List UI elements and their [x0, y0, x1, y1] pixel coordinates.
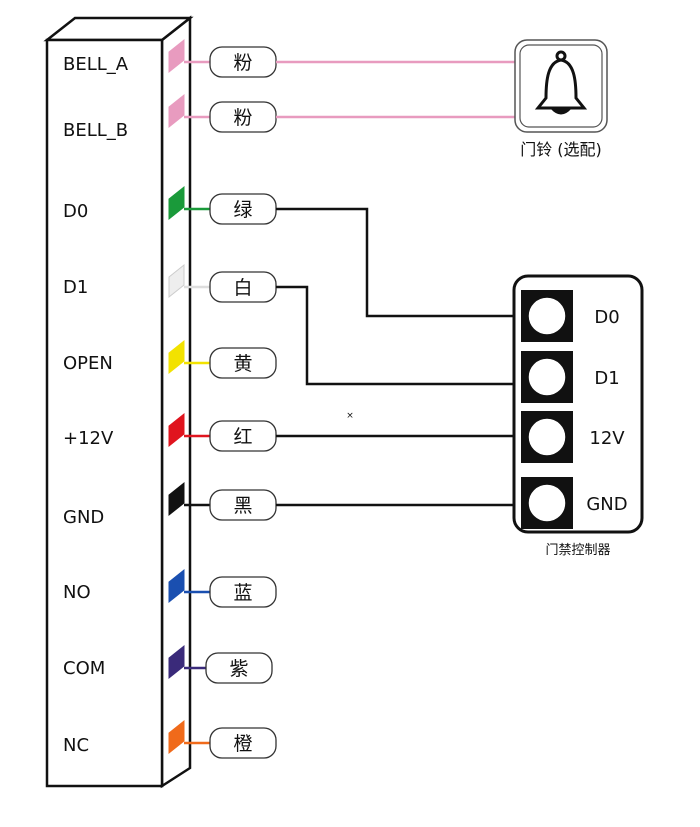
port-label: 12V [589, 428, 625, 449]
wire-tab [168, 185, 185, 221]
controller-caption: 门禁控制器 [545, 543, 610, 558]
terminal-label: +12V [63, 428, 114, 449]
terminal-label: GND [63, 507, 104, 528]
color-name: 紫 [229, 658, 248, 680]
controller-wires [276, 207, 515, 507]
bell-wires [276, 60, 515, 119]
color-name: 黄 [233, 353, 252, 375]
port-label: D0 [594, 307, 619, 328]
terminal-row: GND 黑 [63, 481, 277, 528]
terminal-label: COM [63, 658, 105, 679]
color-pill [205, 652, 273, 684]
terminal-row: +12V 红 [63, 412, 277, 452]
wire-tab [168, 412, 185, 448]
terminal-label: NO [63, 582, 91, 603]
terminal-row: D1 白 [63, 263, 277, 303]
terminal-row: D0 绿 [63, 185, 277, 225]
terminal-row: NC 橙 [63, 719, 277, 759]
terminal-label: OPEN [63, 353, 113, 374]
controller-port: D1 [521, 351, 620, 403]
wire-tab [168, 38, 185, 74]
port-hole [527, 483, 567, 523]
door-bell: 门铃 (选配) [514, 39, 608, 159]
controller-port: GND [521, 477, 628, 529]
color-pill [209, 347, 277, 379]
terminal-row: COM 紫 [63, 644, 273, 684]
bell-caption: 门铃 (选配) [520, 140, 602, 159]
terminal-label: D1 [63, 277, 88, 298]
color-name: 蓝 [233, 582, 252, 604]
wire-tab [168, 481, 185, 517]
port-hole [527, 296, 567, 336]
color-name: 粉 [233, 107, 252, 129]
wire-tab [168, 263, 185, 299]
wire-d1 [276, 285, 515, 386]
terminal-label: BELL_A [63, 54, 129, 75]
wire-tab [168, 93, 185, 129]
color-name: 粉 [233, 52, 252, 74]
color-name: 白 [233, 277, 252, 299]
color-pill [209, 727, 277, 759]
color-name: 黑 [233, 495, 252, 517]
color-name: 橙 [233, 733, 252, 755]
wire-d0 [276, 207, 515, 318]
color-name: 红 [233, 426, 252, 448]
terminal-row: BELL_A 粉 [63, 38, 277, 78]
wire-tab [168, 644, 185, 680]
port-label: GND [586, 494, 627, 515]
terminal-row: BELL_B 粉 [63, 93, 277, 141]
terminal-label: NC [63, 735, 89, 756]
controller-port: 12V [521, 411, 625, 463]
color-pill [209, 576, 277, 608]
wire-tab [168, 719, 185, 755]
controller-port: D0 [521, 290, 620, 342]
terminal-label: D0 [63, 201, 88, 222]
terminal-rows: BELL_A 粉 BELL_B 粉 D0 绿 D1 白 OPEN 黄 +12V 红 GND 黑 NO 蓝 COM… [63, 38, 277, 759]
wire-tab [168, 568, 185, 604]
port-hole [527, 417, 567, 457]
wire-tab [168, 339, 185, 375]
terminal-row: NO 蓝 [63, 568, 277, 608]
port-hole [527, 357, 567, 397]
port-label: D1 [594, 368, 619, 389]
terminal-row: OPEN 黄 [63, 339, 277, 379]
stray-marker: × [346, 411, 354, 421]
bell-icon [534, 50, 588, 115]
terminal-label: BELL_B [63, 120, 128, 141]
color-name: 绿 [233, 199, 252, 221]
